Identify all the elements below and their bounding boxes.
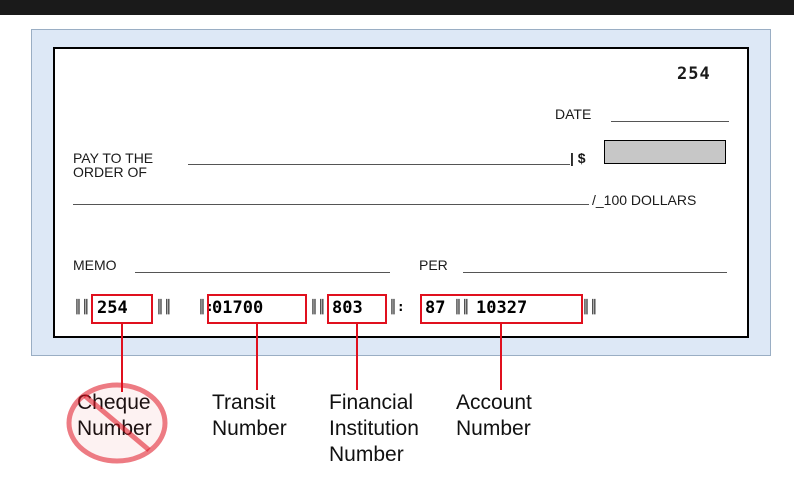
account-number-connector [500, 324, 502, 390]
micr-account-part2: 10327 [476, 298, 528, 318]
account-number-highlight [420, 294, 583, 324]
memo-label: MEMO [73, 257, 117, 273]
date-label: DATE [555, 106, 592, 122]
transit-number-connector [256, 324, 258, 390]
micr-symbol: ║║ [156, 300, 172, 315]
micr-account-part1: 87 [425, 298, 446, 318]
dollar-sign: | $ [570, 150, 586, 166]
micr-lead-symbol: ║║ [74, 300, 90, 315]
institution-number-connector [356, 324, 358, 390]
institution-number-highlight [327, 294, 387, 324]
micr-symbol: ║║ [582, 300, 598, 315]
amount-words-line [73, 204, 589, 205]
micr-symbol: ║║ [310, 300, 326, 315]
signature-line [463, 272, 727, 273]
transit-number-highlight [207, 294, 307, 324]
cheque-number-highlight [91, 294, 153, 324]
dollars-label: /_100 DOLLARS [592, 192, 697, 208]
cheque-number: 254 [677, 64, 711, 84]
amount-box [604, 140, 726, 164]
institution-number-label: Financial Institution Number [329, 391, 419, 466]
micr-transit-open: ║: [198, 300, 214, 315]
order-of-label: ORDER OF [73, 164, 147, 180]
account-number-label: Account Number [456, 391, 532, 440]
micr-symbol: ║║ [454, 300, 470, 315]
pay-to-label: PAY TO THE [73, 150, 154, 166]
prohibition-icon [66, 382, 168, 464]
top-bar [0, 0, 794, 15]
cheque-number-connector [121, 324, 123, 392]
micr-institution-close: ║: [389, 300, 405, 315]
per-label: PER [419, 257, 448, 273]
transit-number-label: Transit Number [212, 391, 287, 440]
micr-cheque-number: 254 [97, 298, 128, 318]
payee-line [188, 164, 570, 165]
cheque: 254 DATE PAY TO THE ORDER OF | $ /_100 D… [53, 47, 749, 338]
micr-institution-number: 803 [332, 298, 363, 318]
memo-line [135, 272, 390, 273]
date-line [611, 121, 729, 122]
micr-transit-number: 01700 [212, 298, 264, 318]
